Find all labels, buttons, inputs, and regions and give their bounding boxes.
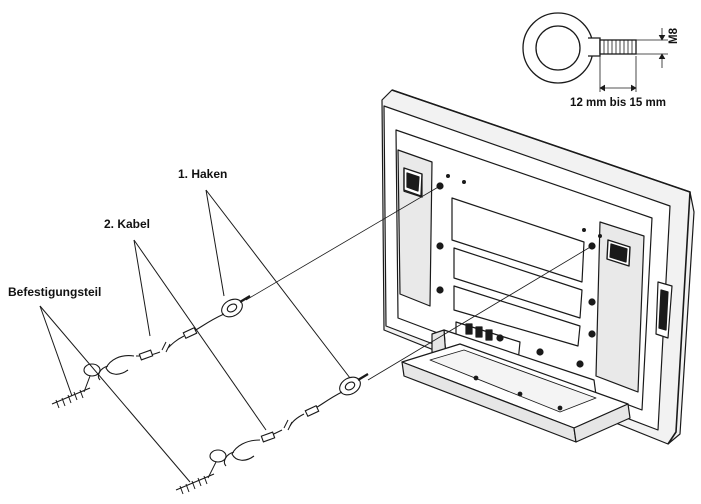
eyebolt-thread-label: M8 — [668, 27, 680, 44]
eyebolt-length-label: 12 mm bis 15 mm — [570, 97, 666, 109]
lower-fixture-eye — [209, 449, 227, 463]
eyebolt-detail — [522, 12, 668, 92]
label-hook: 1. Haken — [178, 167, 227, 181]
lower-cable-crimp-2 — [260, 431, 276, 443]
eyebolt-ring-outer — [522, 12, 594, 84]
upper-cable-crimp — [182, 327, 198, 339]
eyebolt-neck — [588, 37, 601, 57]
upper-hardware-chain — [51, 295, 251, 409]
lower-hardware-chain — [175, 373, 369, 495]
upper-cable-line — [245, 185, 441, 301]
label-fixture: Befestigungsteil — [8, 285, 101, 299]
lower-fixture-screw — [175, 473, 215, 491]
label-cable: 2. Kabel — [104, 217, 150, 231]
tv-right-handle-recess — [595, 221, 645, 393]
lower-cable-crimp — [304, 405, 320, 417]
lower-cable-line — [367, 245, 593, 381]
eyebolt-thread-lines — [603, 40, 633, 54]
eyebolt-thread — [599, 39, 637, 55]
upper-fixture-screw — [51, 387, 91, 405]
leader-lines — [39, 189, 351, 483]
tv-stand — [401, 329, 631, 443]
cable-guide-lines — [245, 185, 593, 381]
upper-fixture-eye — [83, 363, 101, 377]
upper-cable-crimp-2 — [138, 349, 154, 361]
eyebolt-ring-inner — [535, 25, 581, 71]
